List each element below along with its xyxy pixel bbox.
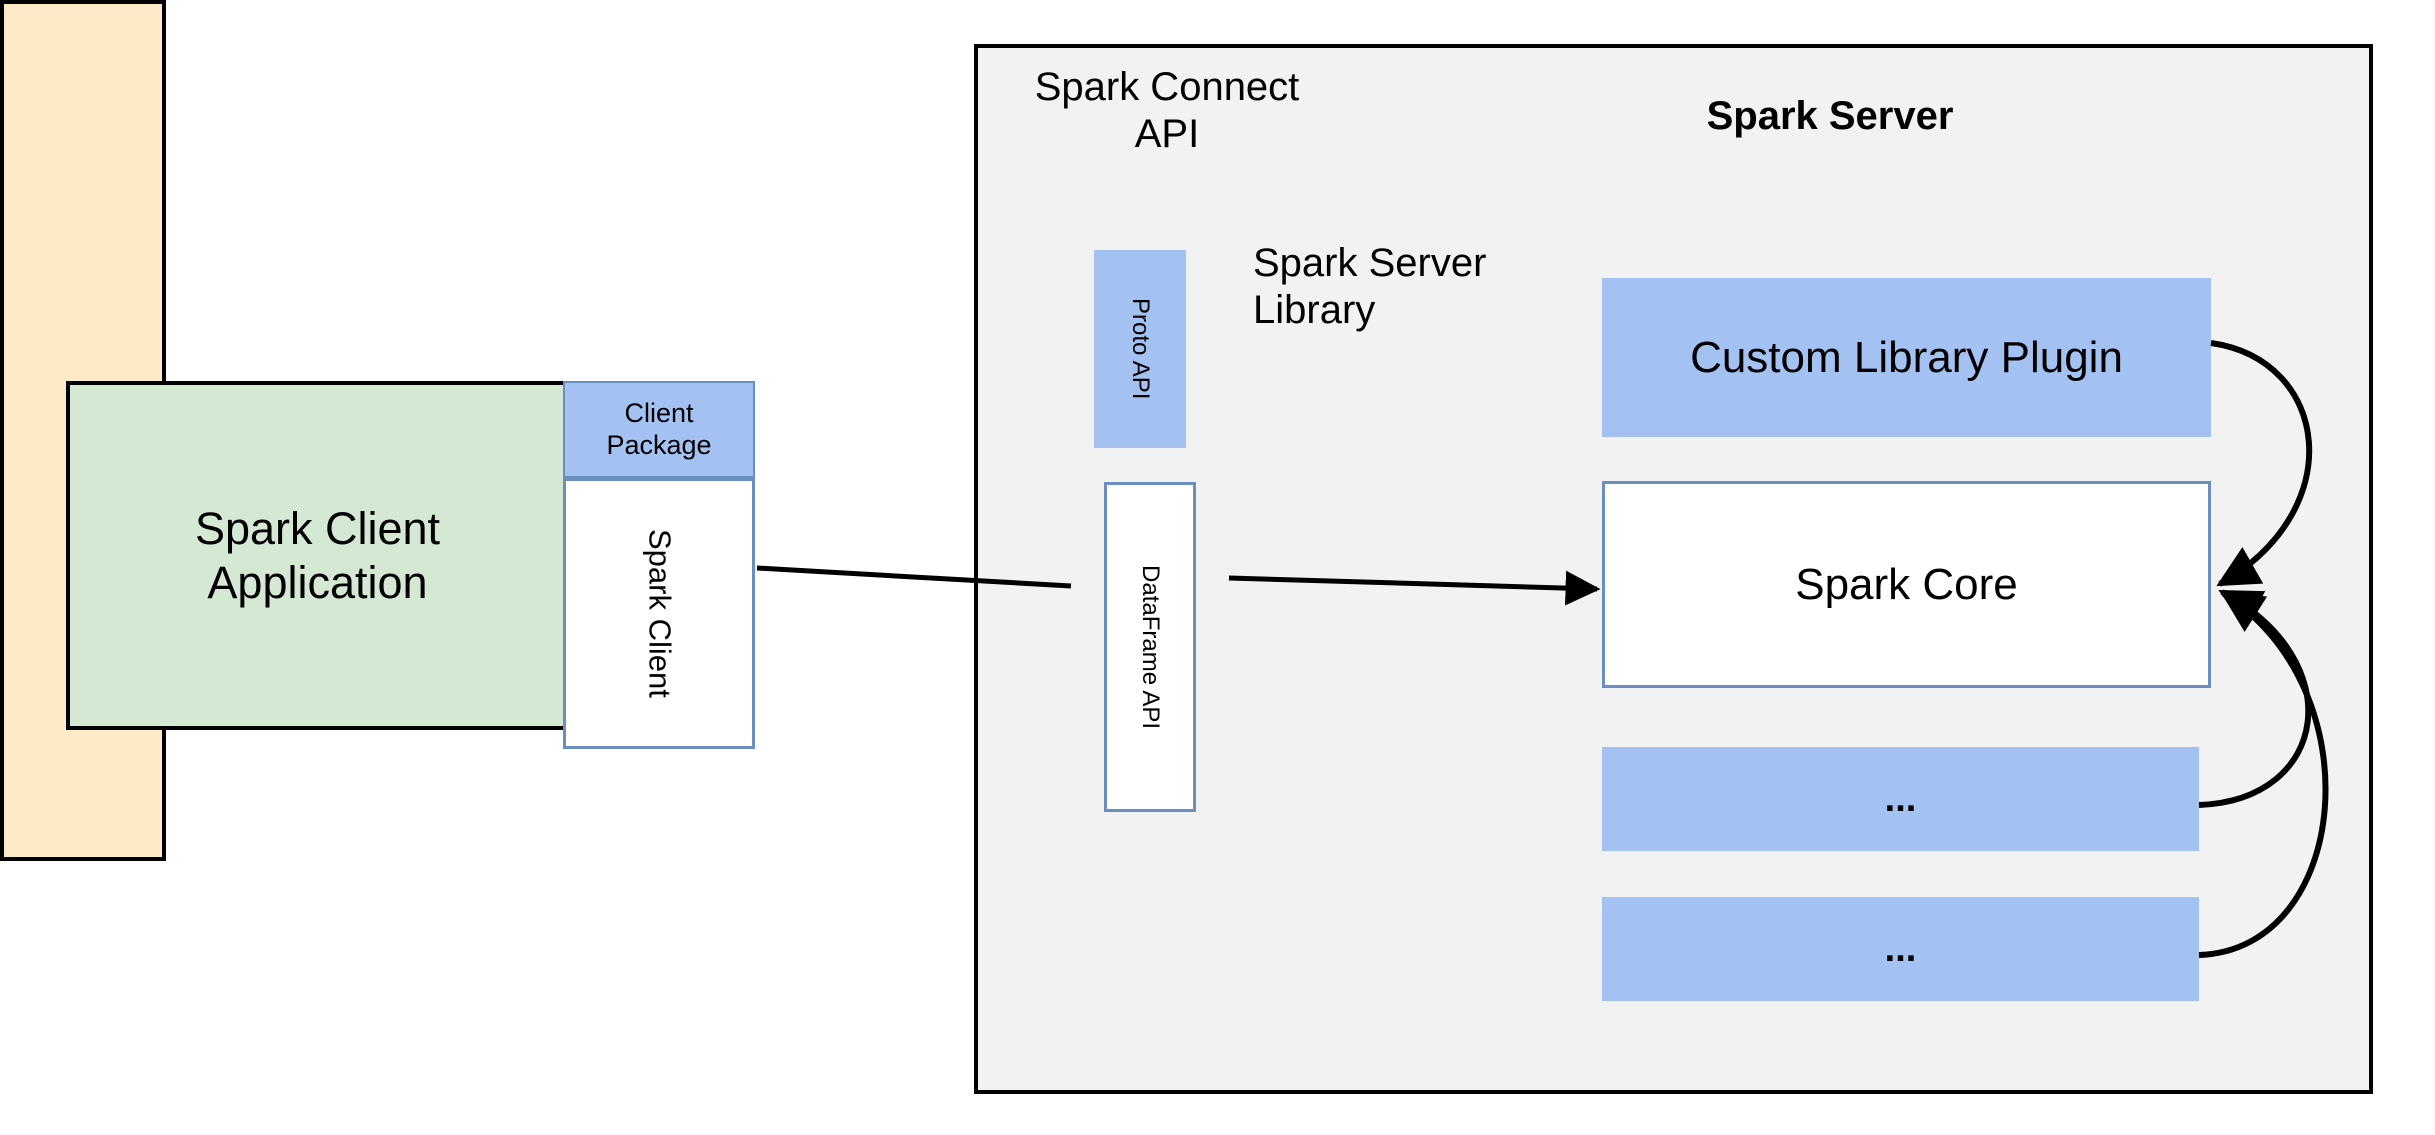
spark-client-application-label: Spark Client Application [194, 503, 441, 608]
client-package-label: Client Package [606, 397, 712, 460]
spark-core-label: Spark Core [1795, 559, 2018, 609]
ellipsis-label-1: ... [1884, 777, 1917, 820]
spark-core-box[interactable]: Spark Core [1602, 481, 2211, 688]
spark-connect-api-label: Spark Connect API [1012, 64, 1322, 156]
spark-server-title: Spark Server [1690, 94, 1970, 140]
custom-library-plugin-box[interactable]: Custom Library Plugin [1602, 278, 2211, 437]
spark-server-library-label: Spark Server Library [1253, 240, 1553, 332]
spark-client-application-box[interactable]: Spark Client Application [66, 381, 569, 730]
spark-server-library-text: Spark Server Library [1253, 241, 1487, 333]
client-package-box[interactable]: Client Package [563, 381, 755, 478]
dataframe-api-box[interactable]: DataFrame API [1104, 482, 1196, 812]
proto-api-box[interactable]: Proto API [1094, 250, 1186, 448]
ellipsis-box-2[interactable]: ... [1602, 897, 2199, 1001]
spark-client-label: Spark Client [642, 529, 678, 698]
custom-library-plugin-label: Custom Library Plugin [1690, 332, 2123, 382]
dataframe-api-label: DataFrame API [1137, 564, 1165, 730]
spark-connect-api-text: Spark Connect API [1034, 65, 1300, 157]
ellipsis-box-1[interactable]: ... [1602, 747, 2199, 851]
spark-server-title-text: Spark Server [1706, 94, 1954, 139]
proto-api-label: Proto API [1127, 298, 1155, 400]
spark-client-box[interactable]: Spark Client [563, 478, 755, 749]
ellipsis-label-2: ... [1884, 927, 1917, 970]
